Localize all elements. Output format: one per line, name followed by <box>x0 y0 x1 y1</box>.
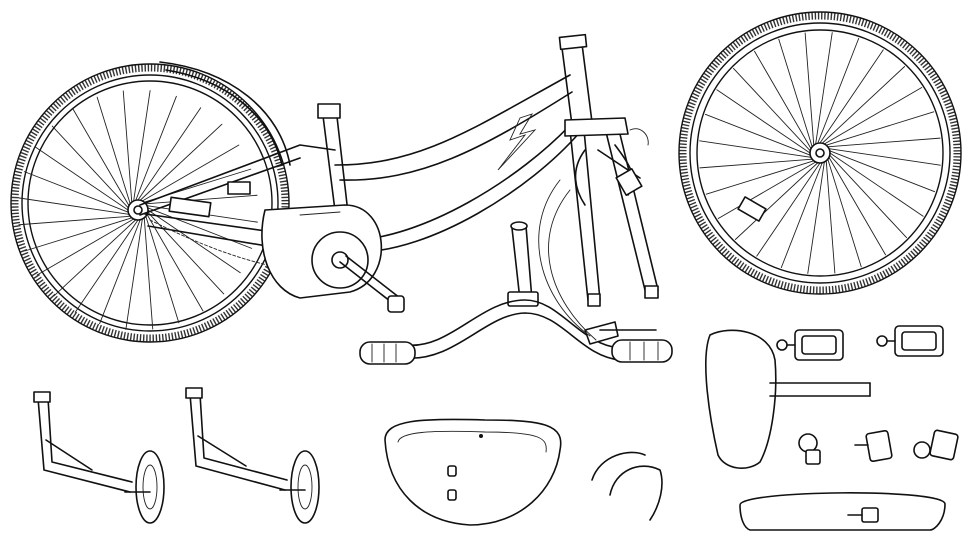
spoke <box>139 123 223 201</box>
basket-icon <box>384 418 562 526</box>
spoke <box>18 215 131 226</box>
spoke <box>819 49 884 144</box>
spoke <box>143 217 154 330</box>
spoke <box>829 154 907 239</box>
spoke <box>141 144 240 202</box>
spoke <box>133 90 151 202</box>
spoke <box>827 158 862 268</box>
spoke <box>137 107 202 201</box>
pedal-icon <box>776 329 844 361</box>
spoke <box>804 32 815 146</box>
spoke <box>53 219 137 297</box>
spoke <box>24 217 133 252</box>
spoke <box>699 158 813 169</box>
spoke <box>828 148 941 166</box>
pedal-icon <box>876 325 944 357</box>
reflector-icon <box>913 429 959 461</box>
spoke <box>829 150 936 193</box>
spoke <box>780 162 823 269</box>
spoke <box>72 108 130 207</box>
spoke <box>815 32 833 145</box>
spoke <box>756 162 821 257</box>
spoke <box>74 219 139 313</box>
spoke <box>717 161 817 219</box>
spoke <box>125 218 143 330</box>
spoke <box>99 219 141 325</box>
spoke <box>35 146 129 211</box>
spoke <box>821 66 906 144</box>
spoke <box>146 213 204 312</box>
cable-icon <box>591 451 663 521</box>
spoke <box>147 211 225 295</box>
reflector-icon <box>854 429 893 463</box>
spoke <box>122 90 133 203</box>
spoke <box>817 37 860 144</box>
spoke <box>823 87 923 145</box>
spoke <box>699 140 812 158</box>
spoke <box>705 160 815 195</box>
spoke <box>96 96 131 205</box>
saddle-icon <box>705 329 871 469</box>
fork-icon <box>564 117 659 307</box>
spoke <box>147 209 241 274</box>
spoke <box>825 111 935 146</box>
spoke <box>145 194 258 205</box>
spoke <box>145 215 180 324</box>
training-wheel-icon <box>185 387 320 524</box>
spoke <box>18 197 130 215</box>
spoke <box>825 160 836 274</box>
spoke <box>51 125 129 209</box>
fender-icon <box>739 492 946 531</box>
rear-wheel-icon <box>10 61 291 343</box>
spoke <box>829 152 924 217</box>
handlebar-icon <box>359 179 673 365</box>
spoke <box>23 171 129 213</box>
spoke <box>147 207 253 249</box>
spoke <box>827 137 941 148</box>
front-wheel-icon <box>678 11 962 295</box>
spoke <box>716 89 811 154</box>
spoke <box>734 162 819 240</box>
spoke <box>733 67 811 152</box>
spoke <box>754 50 812 150</box>
spoke <box>135 95 177 201</box>
spoke <box>704 113 811 156</box>
spoke <box>828 156 886 256</box>
bell-icon <box>798 433 821 465</box>
bike-frame-icon <box>261 33 593 313</box>
spoke <box>36 218 135 276</box>
spoke <box>778 38 813 148</box>
spoke <box>807 161 825 274</box>
training-wheel-icon <box>33 391 165 524</box>
